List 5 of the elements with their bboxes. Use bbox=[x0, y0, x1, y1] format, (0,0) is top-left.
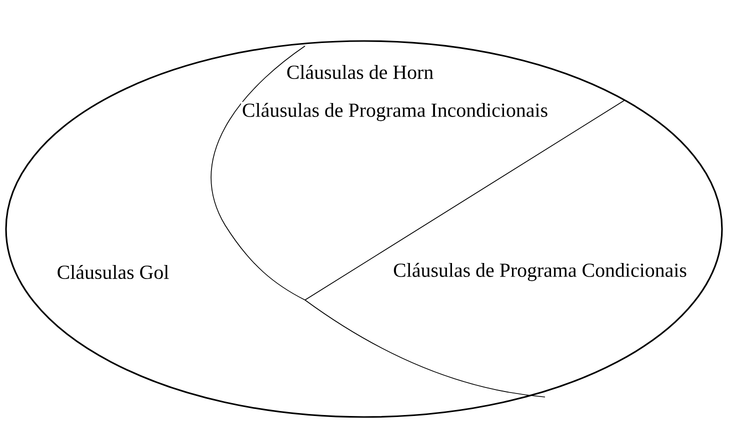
region-label: Cláusulas de Programa Incondicionais bbox=[241, 102, 549, 122]
region-label: Cláusulas de Programa Condicionais bbox=[392, 262, 688, 282]
region-label: Cláusulas Gol bbox=[56, 264, 170, 280]
region-label: Cláusulas de Horn bbox=[287, 64, 434, 80]
ellipse bbox=[5, 40, 723, 418]
